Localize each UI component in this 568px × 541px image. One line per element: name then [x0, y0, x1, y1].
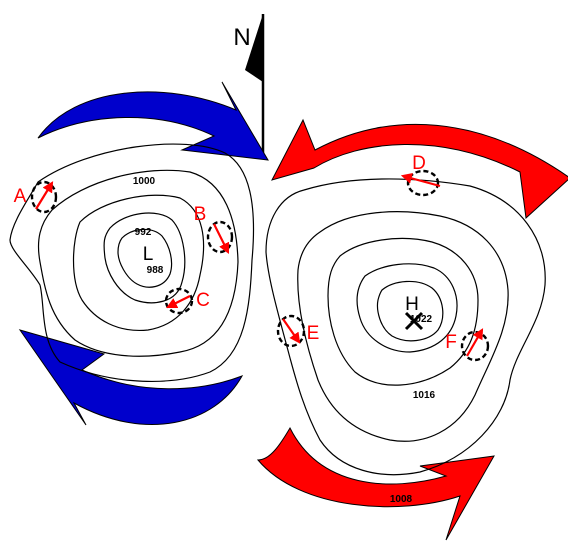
point-e: E — [276, 314, 320, 348]
point-label-e: E — [307, 323, 320, 344]
north-label: N — [233, 24, 250, 51]
high-circulation-arrow-bottom — [256, 426, 495, 541]
isobar-label-1008: 1008 — [390, 494, 413, 505]
high-circulation-arrow-top — [271, 118, 568, 220]
high-center-label: H — [405, 294, 419, 315]
isobar-992-outer — [72, 194, 205, 332]
low-center-label: L — [143, 244, 154, 265]
isobar-label-992: 992 — [135, 227, 152, 238]
isobar-1012 — [297, 211, 509, 442]
point-c: C — [164, 287, 210, 315]
point-b: B — [194, 204, 234, 254]
isobar-label-1000: 1000 — [133, 176, 156, 187]
point-d: D — [400, 153, 441, 197]
point-f: F — [445, 328, 490, 362]
isobar-1022 — [376, 280, 444, 342]
isobar-label-988: 988 — [147, 265, 164, 276]
low-pressure-system: 1000 992 988 L — [9, 81, 269, 426]
north-arrow: N — [233, 14, 265, 158]
low-circulation-arrow-top — [37, 81, 269, 161]
point-a: A — [14, 180, 58, 214]
isobar-988 — [117, 228, 173, 288]
isobar-1016 — [327, 237, 479, 386]
isobar-label-1022: 1022 — [410, 314, 433, 325]
isobar-996 — [37, 169, 239, 357]
isobar-1020 — [356, 263, 458, 353]
high-center-x-icon — [404, 311, 424, 331]
point-label-c: C — [196, 290, 210, 311]
point-label-f: F — [445, 332, 457, 353]
point-label-b: B — [194, 204, 207, 225]
isobar-label-1016: 1016 — [413, 390, 436, 401]
isobar-1008 — [265, 178, 546, 476]
low-circulation-arrow-bottom — [18, 329, 244, 426]
isobar-1000 — [9, 143, 255, 382]
high-pressure-system: 1022 1016 1008 H — [256, 118, 568, 541]
point-label-d: D — [412, 153, 426, 174]
point-label-a: A — [14, 186, 27, 207]
